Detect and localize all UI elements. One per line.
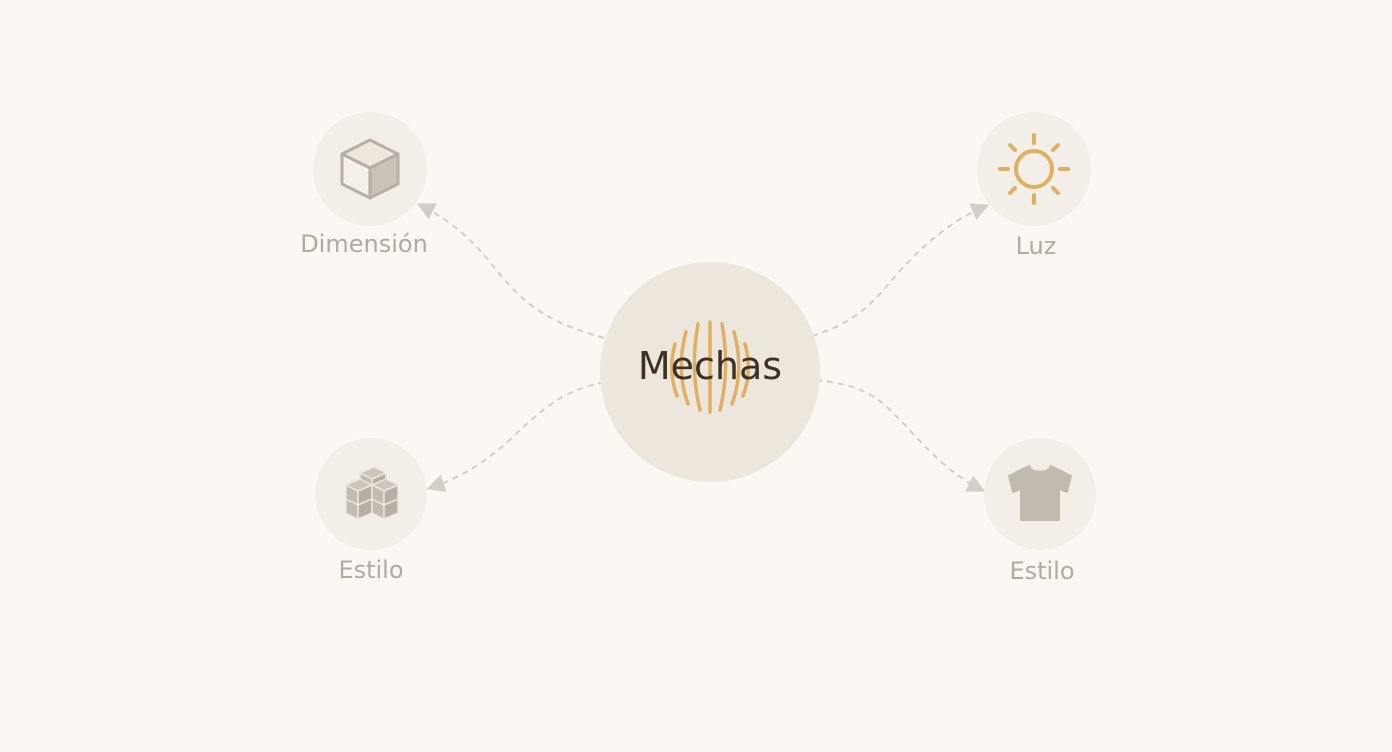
node-estilo-left [315, 438, 427, 550]
connector-top-right [811, 203, 990, 337]
center-label: Mechas [637, 344, 783, 388]
connector-top-left [416, 203, 605, 339]
tshirt-icon [1008, 465, 1072, 521]
center-node: Mechas [600, 262, 820, 482]
hair-strands-icon [670, 320, 750, 414]
node-label-estilo-left: Estilo [338, 556, 404, 584]
sun-icon [998, 133, 1070, 205]
cube-icon [340, 138, 400, 200]
node-label-dimension: Dimensión [300, 230, 428, 258]
connector-bottom-left [426, 381, 605, 492]
node-label-estilo-right: Estilo [1009, 557, 1075, 585]
node-dimension [313, 112, 427, 226]
node-label-luz: Luz [1015, 232, 1057, 260]
blocks-icon [345, 466, 399, 520]
node-estilo-right [984, 438, 1096, 550]
connector-bottom-right [815, 379, 986, 492]
node-luz [977, 112, 1091, 226]
